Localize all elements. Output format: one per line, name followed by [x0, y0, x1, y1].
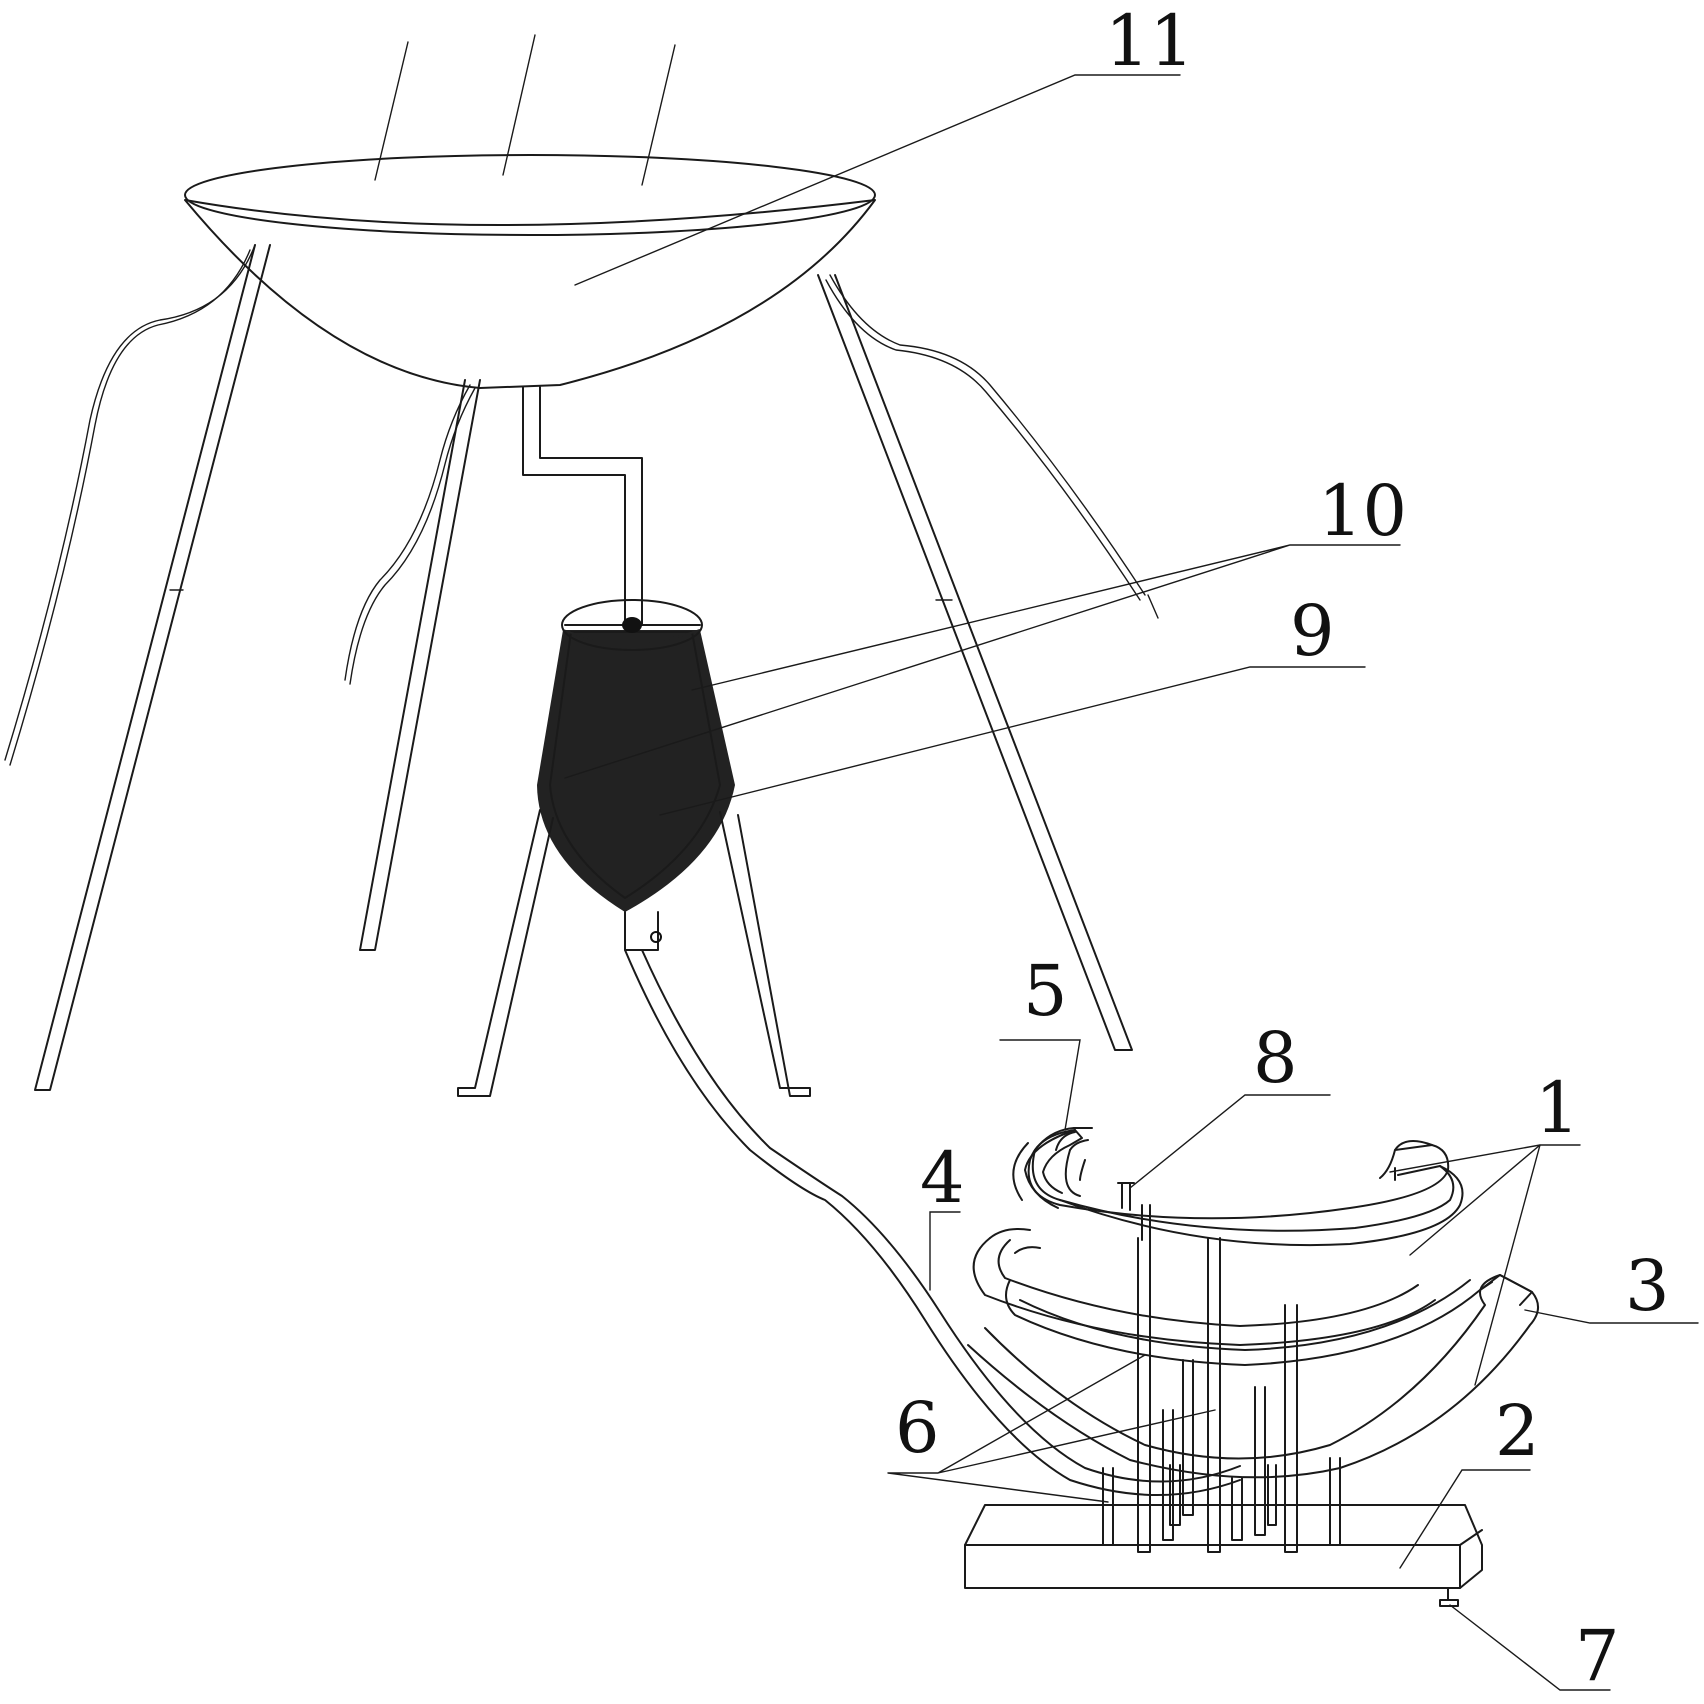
label-11: 11	[1105, 0, 1194, 82]
label-5: 5	[1023, 950, 1068, 1032]
part-labels: 11 10 9 5 8 1 4 3 6 2 7	[895, 0, 1670, 1697]
bowl-support-legs	[34, 244, 1133, 1091]
label-10: 10	[1318, 470, 1407, 552]
label-6: 6	[895, 1387, 940, 1469]
rain-lines	[374, 34, 676, 186]
bowl-outlet-pipe	[522, 386, 643, 626]
upper-coil-tube	[1027, 1129, 1450, 1220]
collecting-bowl	[184, 154, 876, 389]
label-1: 1	[1535, 1067, 1580, 1149]
base-plate	[964, 1504, 1483, 1589]
label-7: 7	[1575, 1615, 1620, 1697]
label-8: 8	[1253, 1017, 1298, 1099]
storage-tank	[457, 599, 811, 1097]
label-2: 2	[1495, 1390, 1540, 1472]
label-9: 9	[1290, 590, 1335, 672]
leader-lines	[564, 74, 1699, 1691]
label-3: 3	[1625, 1245, 1670, 1327]
tie-ropes	[4, 244, 1159, 766]
outlet-hose	[624, 949, 1241, 1496]
support-rods	[1102, 1204, 1341, 1553]
inlet-pipe	[1024, 1129, 1083, 1209]
adjusting-foot	[1439, 1587, 1459, 1607]
heating-coil	[967, 1127, 1539, 1479]
label-4: 4	[920, 1137, 965, 1219]
